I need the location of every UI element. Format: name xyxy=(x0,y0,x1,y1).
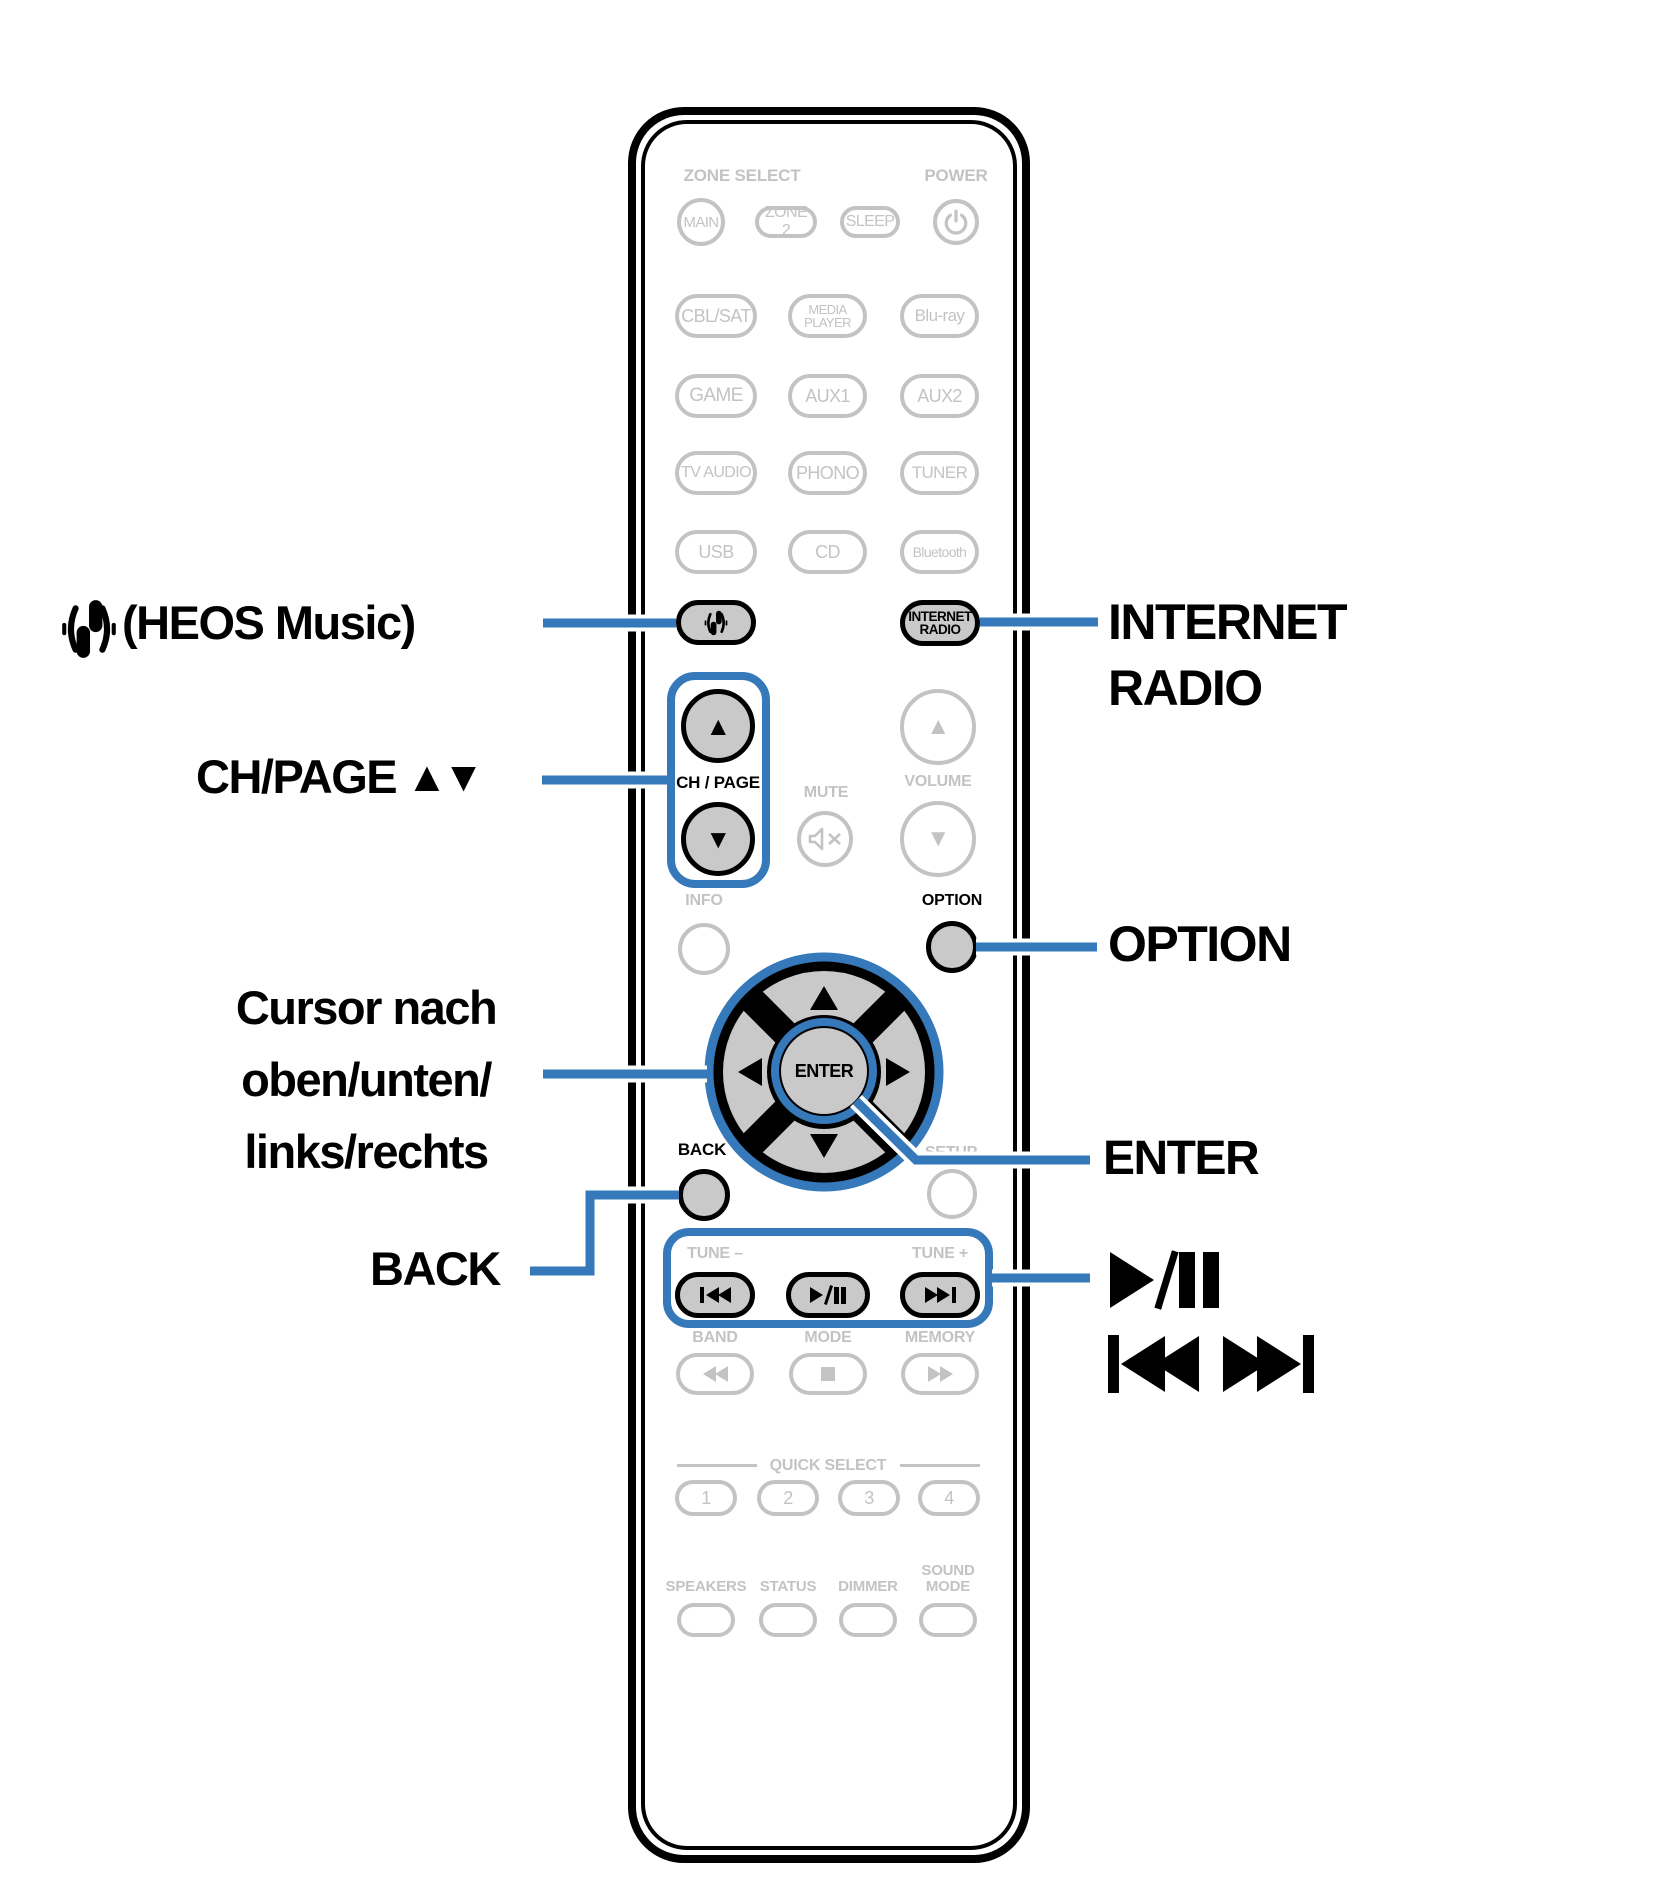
tune-plus-label: TUNE + xyxy=(911,1245,969,1262)
skip-forward-icon xyxy=(924,1287,956,1303)
quick-select-label: QUICK SELECT xyxy=(769,1457,887,1474)
enter-callout-label: ENTER xyxy=(1103,1132,1260,1185)
skip-fwd-triangle-icon xyxy=(1257,1336,1301,1392)
aux1-button[interactable]: AUX1 xyxy=(788,374,867,418)
ch-page-callout-label: CH/PAGE ▲▼ xyxy=(196,750,484,803)
skip-back-triangle-icon xyxy=(1155,1336,1199,1392)
speakers-label: SPEAKERS xyxy=(665,1578,747,1595)
main-button[interactable]: MAIN xyxy=(677,198,725,246)
slash-icon xyxy=(1154,1250,1179,1310)
option-callout-label: OPTION xyxy=(1108,916,1292,972)
mode-label: MODE xyxy=(804,1329,852,1346)
info-button[interactable] xyxy=(678,923,730,975)
option-button[interactable] xyxy=(926,921,978,973)
sound-mode-label: SOUND MODE xyxy=(921,1562,975,1595)
mute-label: MUTE xyxy=(803,784,849,801)
play-pause-button[interactable] xyxy=(786,1272,870,1318)
stop-icon xyxy=(821,1367,835,1381)
info-label: INFO xyxy=(685,892,723,909)
cursor-callout-label: Cursor nach oben/unten/ links/rechts xyxy=(235,981,498,1178)
ch-page-down-button[interactable]: ▼ xyxy=(681,802,755,876)
quick-select-2-button[interactable]: 2 xyxy=(757,1480,819,1516)
memory-label: MEMORY xyxy=(904,1329,976,1346)
heos-icon xyxy=(704,610,728,635)
tv-audio-button[interactable]: TV AUDIO xyxy=(675,451,757,495)
skip-callout-icon xyxy=(1108,1335,1314,1393)
back-small-label: BACK xyxy=(677,1140,727,1159)
status-button[interactable] xyxy=(759,1603,817,1637)
zone2-button[interactable]: ZONE 2 xyxy=(755,204,817,239)
skip-back-bar-icon xyxy=(1108,1335,1119,1393)
quick-select-3-button[interactable]: 3 xyxy=(838,1480,900,1516)
tune-minus-label: TUNE – xyxy=(687,1245,743,1262)
ch-page-label: CH / PAGE xyxy=(676,773,760,792)
quick-select-line-left xyxy=(677,1464,757,1467)
status-label: STATUS xyxy=(759,1578,817,1595)
usb-button[interactable]: USB xyxy=(675,530,757,574)
sleep-button[interactable]: SLEEP xyxy=(840,206,900,238)
fast-forward-button[interactable] xyxy=(901,1353,979,1395)
skip-fwd-bar-icon xyxy=(1303,1335,1314,1393)
setup-button[interactable] xyxy=(927,1169,977,1219)
heos-label-icon xyxy=(62,600,116,658)
back-callout-label: BACK xyxy=(370,1242,501,1295)
fast-forward-icon xyxy=(927,1366,953,1382)
ch-page-up-button[interactable]: ▲ xyxy=(681,689,755,763)
quick-select-4-button[interactable]: 4 xyxy=(918,1480,980,1516)
quick-select-line-right xyxy=(900,1464,980,1467)
volume-label: VOLUME xyxy=(904,773,972,790)
zone-select-label: ZONE SELECT xyxy=(683,166,801,185)
setup-label: SETUP xyxy=(924,1144,978,1161)
skip-back-icon xyxy=(699,1287,731,1303)
skip-forward-button[interactable] xyxy=(900,1272,980,1318)
bluetooth-button[interactable]: Bluetooth xyxy=(900,530,979,574)
play-pause-callout-icon xyxy=(1110,1250,1219,1310)
internet-radio-button[interactable]: INTERNET RADIO xyxy=(900,600,980,646)
internet-radio-callout-label: INTERNET RADIO xyxy=(1108,594,1348,716)
cursor-right-button[interactable] xyxy=(886,1058,910,1086)
power-icon xyxy=(944,209,968,235)
pause-bar-icon xyxy=(1179,1252,1195,1308)
cursor-down-button[interactable] xyxy=(810,1134,838,1158)
option-small-label: OPTION xyxy=(921,892,983,909)
enter-button[interactable]: ENTER xyxy=(779,1026,869,1116)
play-triangle-icon xyxy=(1110,1252,1154,1308)
back-button[interactable] xyxy=(678,1169,730,1221)
volume-down-button[interactable]: ▼ xyxy=(900,801,976,877)
aux2-button[interactable]: AUX2 xyxy=(900,374,979,418)
mute-button[interactable] xyxy=(797,811,853,867)
cd-button[interactable]: CD xyxy=(788,530,867,574)
volume-up-button[interactable]: ▲ xyxy=(900,689,976,765)
remote-body-inner-line xyxy=(641,120,1017,1850)
ch-page-group-highlight xyxy=(667,672,770,888)
rewind-button[interactable] xyxy=(676,1353,754,1395)
stop-button[interactable] xyxy=(789,1353,867,1395)
play-pause-icon xyxy=(810,1285,846,1305)
cursor-left-button[interactable] xyxy=(738,1058,762,1086)
cbl-sat-button[interactable]: CBL/SAT xyxy=(675,294,757,338)
blu-ray-button[interactable]: Blu-ray xyxy=(900,294,979,338)
skip-back-button[interactable] xyxy=(675,1272,755,1318)
speakers-button[interactable] xyxy=(677,1603,735,1637)
rewind-icon xyxy=(702,1366,728,1382)
phono-button[interactable]: PHONO xyxy=(788,451,867,495)
sound-mode-button[interactable] xyxy=(919,1603,977,1637)
dimmer-label: DIMMER xyxy=(838,1578,898,1595)
band-label: BAND xyxy=(692,1329,738,1346)
mute-icon xyxy=(808,827,841,851)
heos-callout-label: (HEOS Music) xyxy=(122,596,416,649)
power-label: POWER xyxy=(924,166,988,185)
media-player-button[interactable]: MEDIA PLAYER xyxy=(788,294,867,338)
up-down-glyphs: ▲▼ xyxy=(406,752,484,800)
heos-music-button[interactable] xyxy=(676,600,756,645)
tuner-button[interactable]: TUNER xyxy=(900,451,979,495)
pause-bar-icon xyxy=(1203,1252,1219,1308)
cursor-up-button[interactable] xyxy=(810,986,838,1010)
quick-select-1-button[interactable]: 1 xyxy=(675,1480,737,1516)
game-button[interactable]: GAME xyxy=(675,374,757,418)
remote-body xyxy=(628,107,1030,1863)
power-button[interactable] xyxy=(933,199,979,245)
dimmer-button[interactable] xyxy=(839,1603,897,1637)
